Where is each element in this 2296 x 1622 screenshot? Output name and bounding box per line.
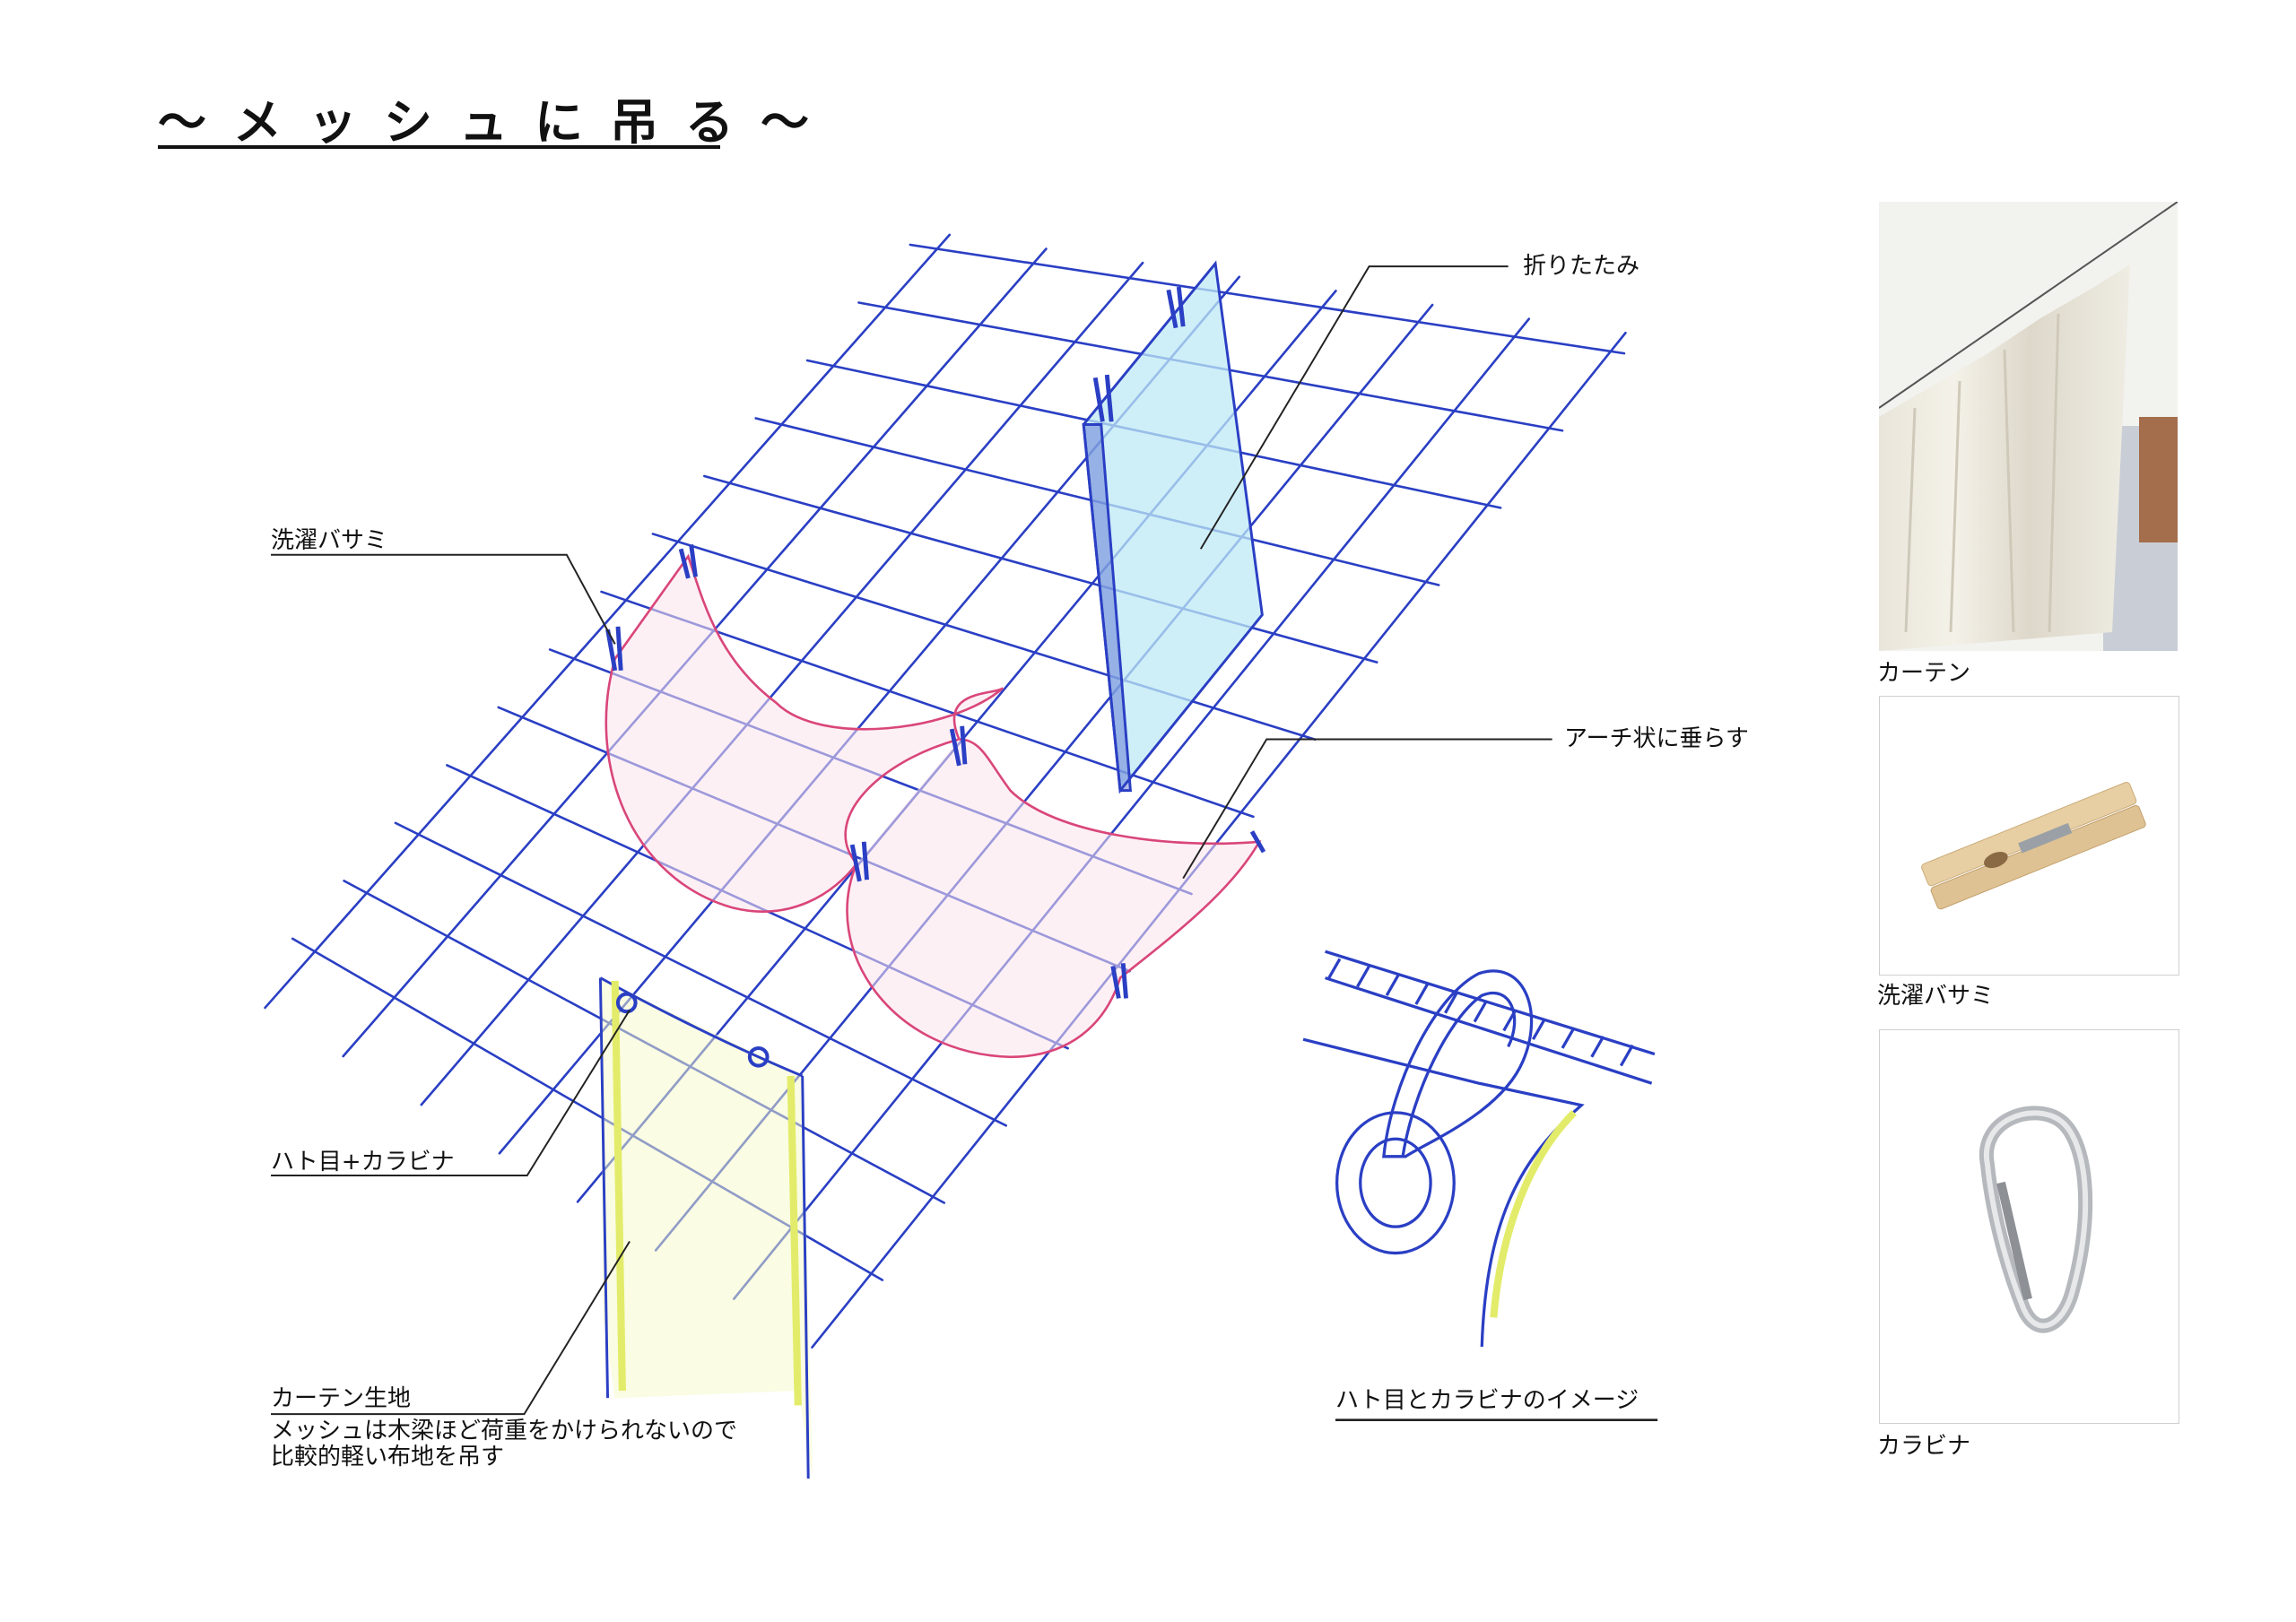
mesh-line <box>811 331 1627 1349</box>
mesh-line <box>264 233 952 1010</box>
photo-caption-carabiner: カラビナ <box>1877 1433 1971 1460</box>
mesh-line <box>909 243 1626 355</box>
curtain-photo <box>1879 202 2178 651</box>
clothespin-marks <box>605 286 1266 999</box>
title-underline <box>158 145 720 149</box>
clothespin-photo <box>1879 696 2179 976</box>
curtain-note-line2: 比較的軽い布地を吊す <box>271 1444 505 1470</box>
label-clothespin: 洗濯バサミ <box>271 527 388 554</box>
mesh-line <box>420 261 1144 1106</box>
label-grommet-carabiner: ハト目+カラビナ <box>271 1149 455 1175</box>
photo-caption-clothespin: 洗濯バサミ <box>1877 983 1995 1010</box>
mesh-line <box>733 317 1531 1300</box>
mesh-line <box>651 533 1317 742</box>
label-folding: 折りたたみ <box>1523 253 1640 280</box>
mesh-line <box>703 474 1378 664</box>
page-title: 〜メッシュに吊る〜 <box>158 94 836 151</box>
leader-lines <box>271 265 1658 1421</box>
photo-caption-curtain: カーテン <box>1877 660 1971 687</box>
curtain-fabric-sketch <box>598 976 813 1479</box>
folded-fabric-panel <box>1082 260 1264 794</box>
label-arch: アーチ状に垂らす <box>1564 725 1749 752</box>
detail-caption: ハト目とカラビナのイメージ <box>1335 1387 1639 1414</box>
arch-fabric <box>604 553 1262 1059</box>
carabiner-photo <box>1879 1029 2179 1424</box>
curtain-note-line1: メッシュは木梁ほど荷重をかけられないので <box>271 1418 738 1444</box>
mesh-line <box>394 821 1007 1127</box>
grommet-carabiner-detail <box>1302 950 1656 1348</box>
label-curtain-fabric: カーテン生地 <box>271 1385 412 1412</box>
